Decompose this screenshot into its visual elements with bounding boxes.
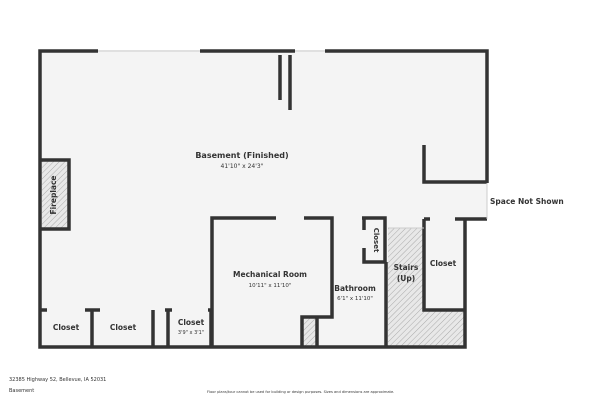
address: 32385 Highway 52, Bellevue, IA 52031 bbox=[9, 377, 107, 383]
fireplace-hatch bbox=[42, 161, 68, 228]
floor-name: Basement bbox=[9, 388, 35, 394]
stairs-label: Stairs bbox=[394, 263, 419, 272]
bathroom-label: Bathroom bbox=[334, 284, 376, 293]
floor-area bbox=[40, 50, 487, 347]
basement-dims: 41'10" x 24'3" bbox=[221, 163, 264, 170]
closet1-label: Closet bbox=[53, 323, 80, 332]
mechanical-label: Mechanical Room bbox=[233, 270, 307, 279]
mechanical-dims: 10'11" x 11'10" bbox=[249, 283, 292, 289]
closet3-label: Closet bbox=[178, 318, 205, 327]
right-closet-label: Closet bbox=[430, 259, 457, 268]
closet2-label: Closet bbox=[110, 323, 137, 332]
stairs-hatch bbox=[388, 228, 424, 347]
space-not-shown-label: Space Not Shown bbox=[490, 197, 564, 206]
disclaimer: Floor plans/tour cannot be used for buil… bbox=[207, 390, 395, 394]
basement-label: Basement (Finished) bbox=[195, 151, 288, 160]
fireplace-label: Fireplace bbox=[49, 175, 58, 214]
bathroom-dims: 6'1" x 11'10" bbox=[337, 296, 373, 302]
walls bbox=[38, 49, 489, 349]
closet3-dims: 3'9" x 3'1" bbox=[178, 330, 204, 336]
stairs-direction: (Up) bbox=[397, 274, 415, 283]
bath-closet-label: Closet bbox=[372, 228, 380, 253]
